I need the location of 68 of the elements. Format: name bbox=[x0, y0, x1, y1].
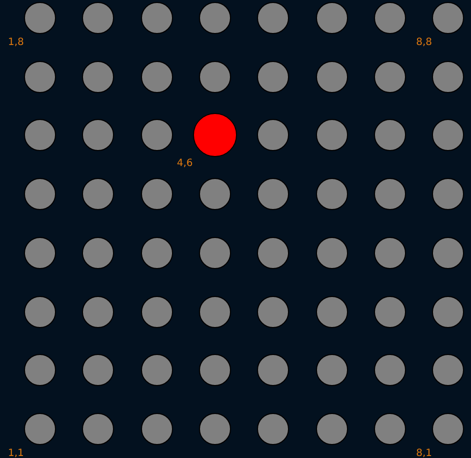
dot bbox=[140, 178, 173, 210]
dot bbox=[374, 119, 406, 152]
dot bbox=[432, 119, 464, 152]
dot bbox=[316, 296, 348, 328]
dot bbox=[140, 60, 173, 93]
dot bbox=[257, 354, 290, 386]
dot bbox=[82, 60, 114, 93]
dot bbox=[198, 60, 231, 93]
dot bbox=[257, 119, 290, 152]
coordinate-label: 4,6 bbox=[176, 158, 193, 170]
dot bbox=[140, 354, 173, 386]
dot bbox=[140, 236, 173, 269]
dot bbox=[24, 119, 56, 152]
dot bbox=[198, 354, 231, 386]
dot bbox=[82, 2, 114, 34]
dot bbox=[316, 412, 348, 445]
dot bbox=[374, 236, 406, 269]
dot bbox=[82, 412, 114, 445]
dot bbox=[432, 60, 464, 93]
dot bbox=[374, 354, 406, 386]
coordinate-label: 8,8 bbox=[416, 37, 432, 48]
dot bbox=[24, 354, 56, 386]
dot bbox=[257, 2, 290, 34]
dot bbox=[24, 296, 56, 328]
dot bbox=[198, 178, 231, 210]
dot bbox=[198, 296, 231, 328]
dot bbox=[198, 412, 231, 445]
dot bbox=[257, 60, 290, 93]
coordinate-label: 1,1 bbox=[8, 448, 24, 458]
dot bbox=[24, 236, 56, 269]
dot bbox=[82, 236, 114, 269]
dot bbox=[257, 412, 290, 445]
dot bbox=[82, 296, 114, 328]
dot bbox=[24, 2, 56, 34]
dot bbox=[82, 354, 114, 386]
dot bbox=[374, 2, 406, 34]
dot bbox=[316, 60, 348, 93]
dot bbox=[374, 178, 406, 210]
dot bbox=[82, 119, 114, 152]
coordinate-label: 1,8 bbox=[8, 37, 24, 48]
dot bbox=[140, 412, 173, 445]
dot bbox=[24, 178, 56, 210]
dot bbox=[374, 296, 406, 328]
dot bbox=[316, 178, 348, 210]
dot bbox=[82, 178, 114, 210]
dot bbox=[257, 178, 290, 210]
dot bbox=[316, 119, 348, 152]
dot bbox=[432, 412, 464, 445]
dot bbox=[140, 296, 173, 328]
dot bbox=[374, 412, 406, 445]
dot bbox=[257, 296, 290, 328]
dot bbox=[374, 60, 406, 93]
dot bbox=[432, 236, 464, 269]
dot bbox=[140, 2, 173, 34]
dot bbox=[257, 236, 290, 269]
dot bbox=[432, 354, 464, 386]
dot bbox=[432, 296, 464, 328]
dot bbox=[24, 412, 56, 445]
dot bbox=[316, 236, 348, 269]
dot bbox=[198, 2, 231, 34]
dot bbox=[198, 236, 231, 269]
dot bbox=[140, 119, 173, 152]
dot bbox=[24, 60, 56, 93]
coordinate-label: 8,1 bbox=[416, 448, 432, 458]
dot bbox=[316, 2, 348, 34]
dot bbox=[432, 2, 464, 34]
dot bbox=[432, 178, 464, 210]
dot bbox=[316, 354, 348, 386]
